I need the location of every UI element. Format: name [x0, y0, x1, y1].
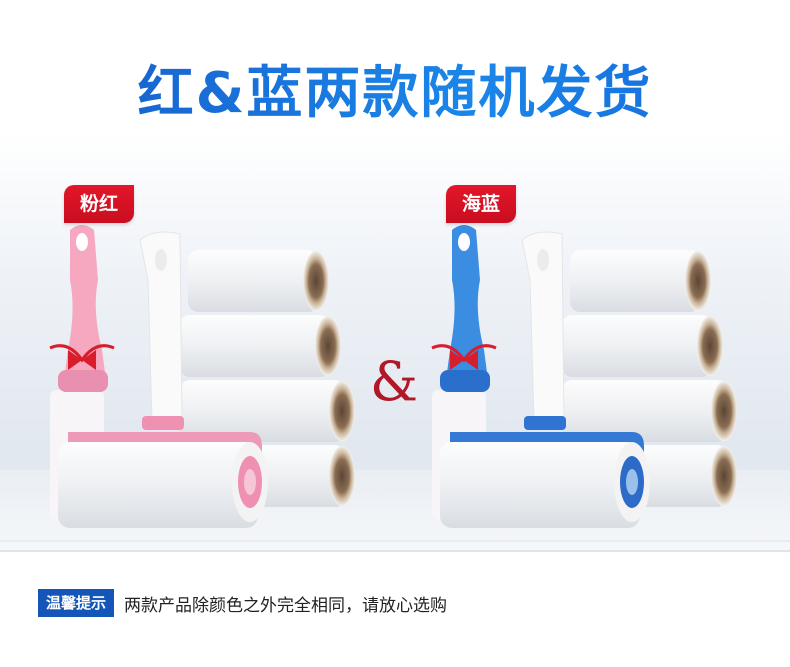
notice-badge: 温馨提示	[38, 589, 115, 617]
blue-large-roller	[440, 231, 650, 528]
pink-lint-roller-image	[49, 225, 355, 528]
pink-large-roller	[58, 231, 268, 528]
floor-divider	[0, 540, 790, 542]
notice-row: 温馨提示 两款产品除颜色之外完全相同，请放心选购	[38, 589, 447, 617]
variant-tag-blue: 海蓝	[446, 185, 517, 223]
variant-tag-pink: 粉红	[64, 185, 135, 223]
headline-title: 红&蓝两款随机发货	[0, 48, 790, 129]
ampersand-separator: &	[370, 350, 419, 413]
notice-text: 两款产品除颜色之外完全相同，请放心选购	[124, 595, 448, 616]
blue-lint-roller-image	[431, 225, 737, 528]
